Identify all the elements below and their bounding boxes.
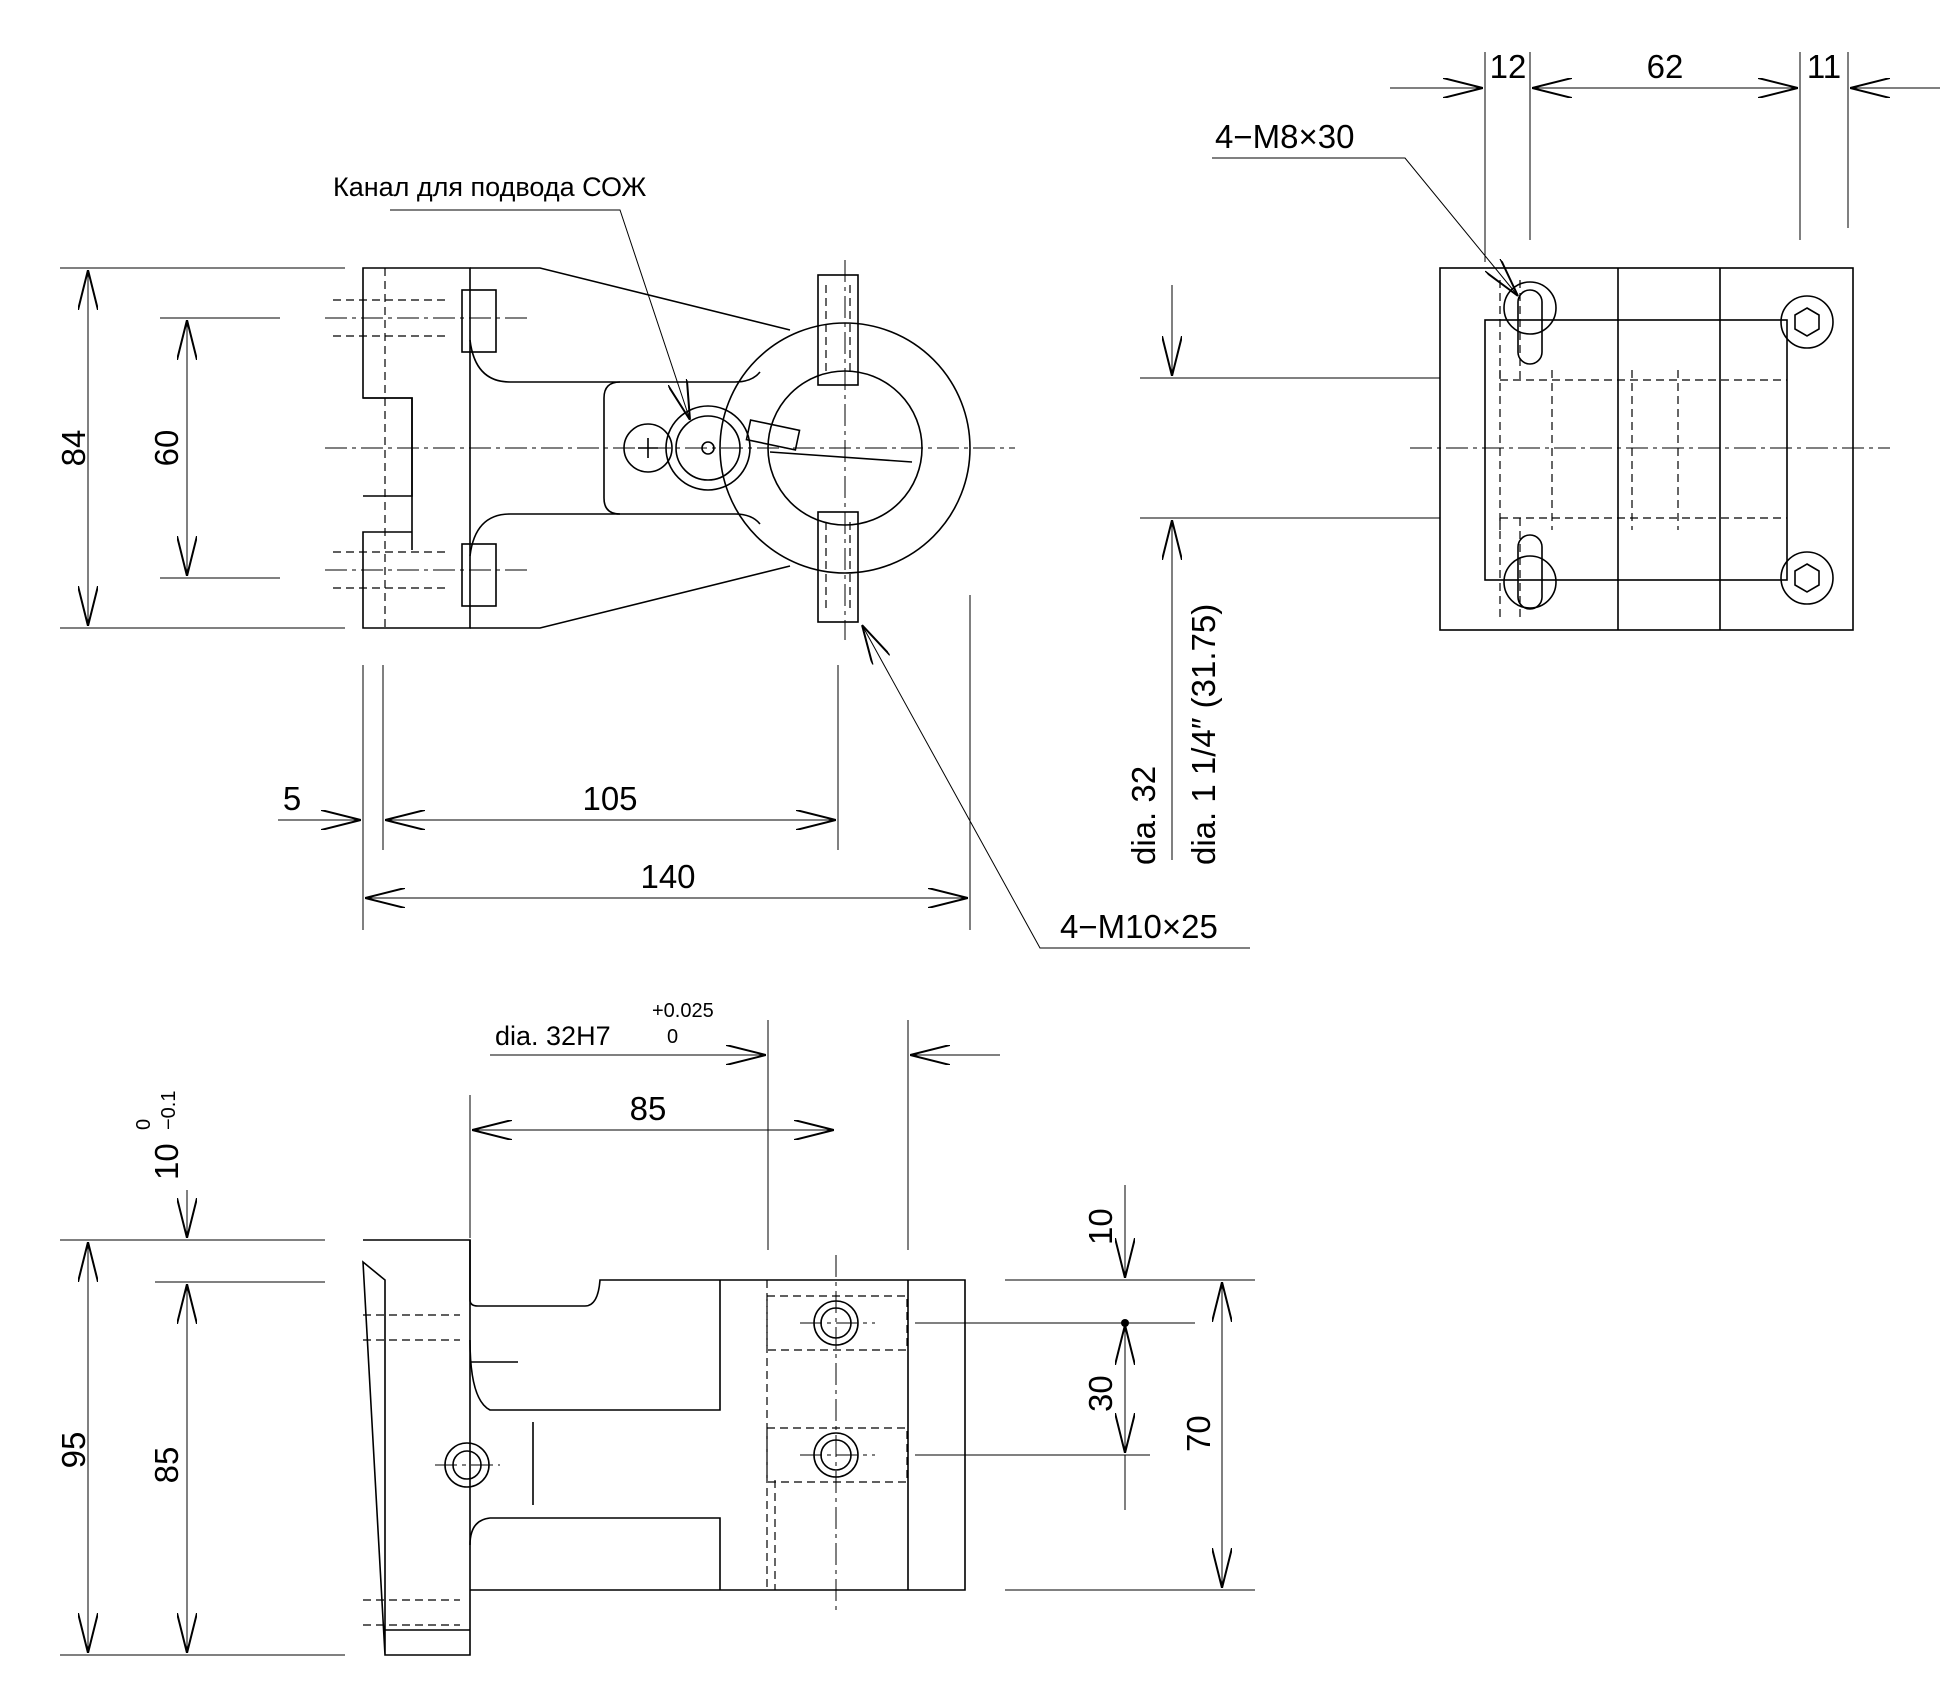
set-screw (745, 419, 801, 451)
m8-head-bottom-left (1503, 555, 1557, 609)
front-body-upper (470, 267, 791, 331)
lower-clamp-screw (817, 511, 859, 623)
dim-12-label: 12 (1490, 48, 1527, 85)
dim-10r-label: 10 (1082, 1208, 1119, 1245)
m8-leader (1212, 157, 1518, 296)
side-hidden-bore (1499, 370, 1787, 530)
bore-dim-label: dia. 32H7 (495, 1021, 611, 1051)
m8-head-top-left (1503, 281, 1557, 335)
lower-pocket (461, 543, 497, 607)
coolant-leader (390, 209, 690, 420)
upper-clamp-screw (817, 274, 859, 386)
flange-tol-lower: −0.1 (158, 1091, 180, 1130)
clamp-slit (769, 451, 913, 463)
top-lower-slot (469, 1517, 721, 1590)
upper-hole-hidden (766, 1295, 908, 1351)
dim-60-label: 60 (148, 430, 185, 467)
m8-callout: 4−M8×30 (1215, 118, 1354, 155)
side-outer-block (1439, 267, 1854, 631)
dim-84-label: 84 (55, 430, 92, 467)
front-body-lower (470, 565, 791, 629)
dim-95-label: 95 (55, 1432, 92, 1469)
dim-85v-label: 85 (148, 1447, 185, 1484)
dim-30-label: 30 (1082, 1375, 1119, 1412)
slot-bottom-left (1517, 534, 1543, 610)
flange-tol-upper: 0 (133, 1119, 155, 1130)
side-view: 12 62 11 4−M8×30 dia. 32 dia. 1 1/4″ (31… (1125, 48, 1940, 865)
dim-dot (1121, 1319, 1129, 1327)
front-inner-upper (469, 339, 761, 383)
dim-85h-label: 85 (630, 1090, 667, 1127)
screw-threads (825, 285, 851, 612)
m8-head-top-right (1780, 295, 1834, 349)
lower-hole-hidden (766, 1427, 908, 1483)
front-inner-lower (469, 513, 761, 557)
front-flange-notch (363, 397, 413, 497)
bore-tol-lower: 0 (667, 1026, 678, 1048)
front-view: 84 60 5 105 140 Канал для подвода СОЖ 4−… (55, 172, 1250, 949)
upper-pocket (461, 289, 497, 353)
dim-10-label: 10 (148, 1143, 185, 1180)
hex-socket-br (1794, 563, 1820, 593)
dim-70-label: 70 (1180, 1415, 1217, 1452)
dim-62-label: 62 (1647, 48, 1684, 85)
hex-socket-tr (1794, 307, 1820, 337)
top-flange-outline (362, 1239, 471, 1656)
slot-top-left (1517, 289, 1543, 365)
m8-head-bottom-right (1780, 551, 1834, 605)
coolant-note: Канал для подвода СОЖ (333, 172, 646, 202)
bore-hidden-edges (766, 1280, 776, 1590)
dim-140-label: 140 (640, 858, 695, 895)
top-upper-slot (469, 1280, 721, 1411)
bore-tol-upper: +0.025 (652, 1000, 714, 1022)
top-body-outline (469, 1240, 966, 1591)
front-hidden-bolts (333, 299, 445, 589)
dia-metric-label: dia. 32 (1125, 766, 1162, 865)
m10-leader (862, 625, 1250, 949)
m10-callout: 4−M10×25 (1060, 908, 1218, 945)
dim-5-label: 5 (283, 780, 301, 817)
dim-11-label: 11 (1807, 48, 1841, 85)
top-view: dia. 32H7 +0.025 0 85 95 85 10 0 −0.1 10… (55, 1000, 1255, 1656)
dia-inch-label: dia. 1 1/4″ (31.75) (1185, 604, 1222, 865)
side-inner-body (1484, 319, 1788, 581)
dim-105-label: 105 (582, 780, 637, 817)
